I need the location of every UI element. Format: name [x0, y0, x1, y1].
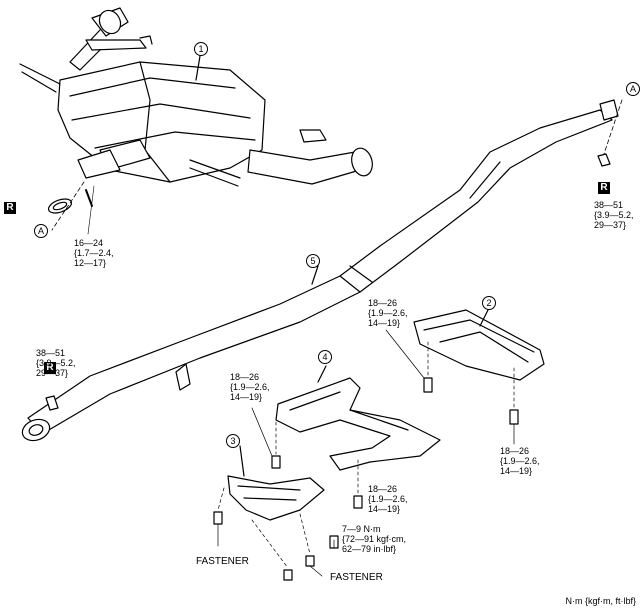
nut-left-mid	[45, 395, 59, 411]
torque-left-mid: 38—51{3.9—5.2,29—37}	[36, 348, 76, 378]
leader-5	[311, 265, 319, 285]
torque-center-low: 18—26{1.9—2.6,14—19}	[368, 484, 408, 514]
leader-1	[195, 55, 201, 81]
gasket-left	[47, 189, 93, 214]
fastener-label-right: FASTENER	[330, 572, 383, 583]
nut-right-top	[597, 153, 611, 167]
torque-right-mid: 18—26{1.9—2.6,14—19}	[500, 446, 540, 476]
callout-4: 4	[318, 350, 332, 364]
callout-5: 5	[306, 254, 320, 268]
callout-a-left: A	[34, 224, 48, 238]
torque-left-top: 16—24{1.7—2.4,12—17}	[74, 238, 114, 268]
callout-3: 3	[226, 434, 240, 448]
callout-a-right: A	[626, 82, 640, 96]
torque-right-top: 38—51{3.9—5.2,29—37}	[594, 200, 634, 230]
fastener-label-left: FASTENER	[196, 556, 249, 567]
callout-2: 2	[482, 296, 496, 310]
torque-mid-upper: 18—26{1.9—2.6,14—19}	[368, 298, 408, 328]
torque-center-bottom: 7—9 N·m{72—91 kgf·cm,62—79 in·lbf}	[342, 524, 407, 554]
crossmember-4	[275, 377, 441, 471]
insulator-2	[413, 309, 545, 381]
r-mark-right-top: R	[598, 182, 610, 194]
torque-mid-left: 18—26{1.9—2.6,14—19}	[230, 372, 270, 402]
main-silencer	[19, 7, 373, 187]
callout-1: 1	[194, 42, 208, 56]
leader-3	[239, 445, 245, 477]
units-note: N·m {kgf·m, ft·lbf}	[565, 596, 636, 606]
leader-2	[479, 309, 489, 327]
heat-plate-3	[227, 475, 325, 521]
r-mark-left-top: R	[4, 202, 16, 214]
front-pipe	[21, 99, 619, 442]
leader-4	[317, 365, 327, 383]
r-mark-left-mid: R	[44, 362, 56, 374]
